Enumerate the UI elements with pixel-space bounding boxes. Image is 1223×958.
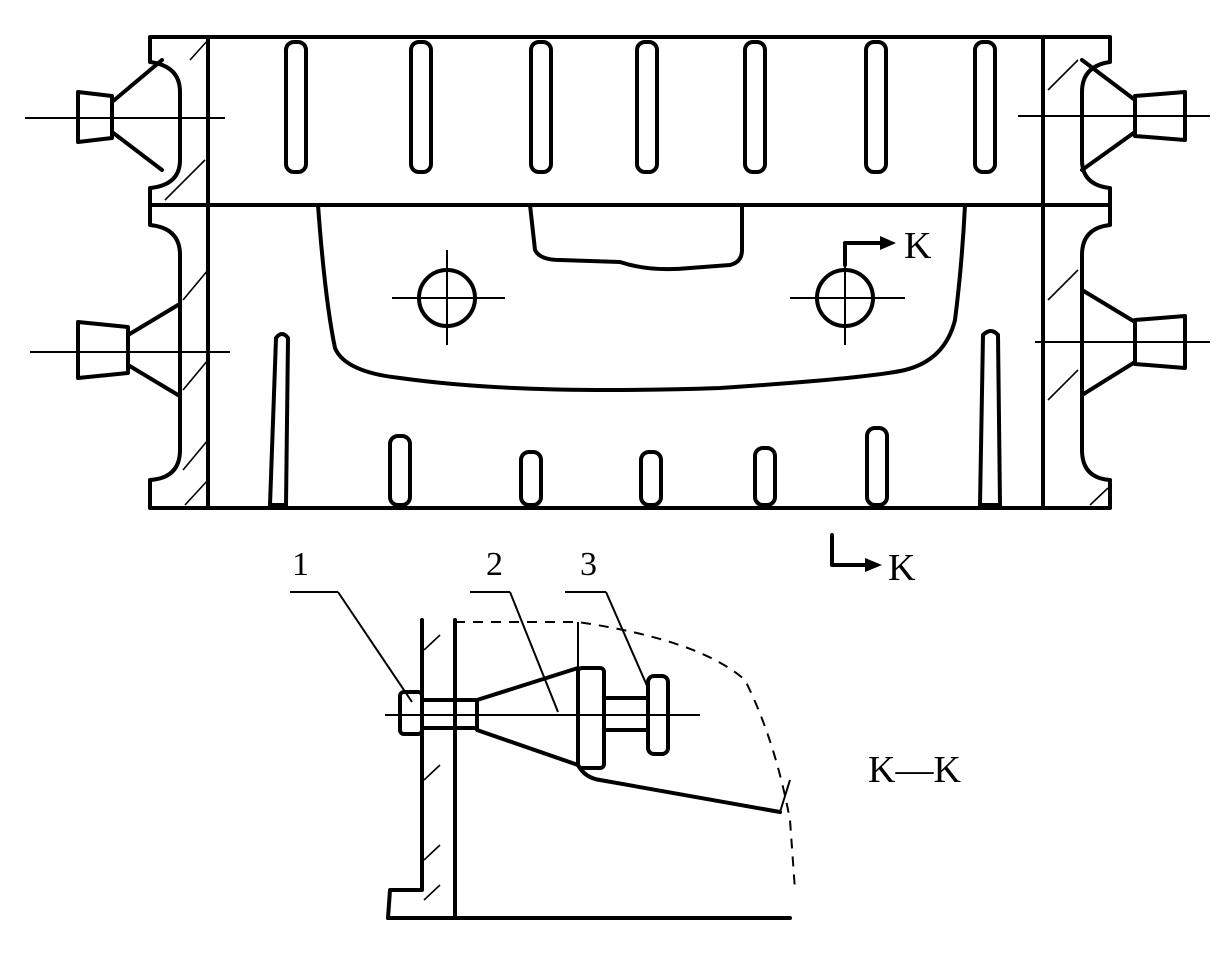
callout-leaders: [290, 591, 649, 713]
cavity-notch: [528, 203, 744, 272]
pin-hole-left: [392, 250, 505, 345]
pin-assembly: [385, 666, 791, 814]
cavity-outline: [316, 203, 967, 393]
pin-boss-lower-right: [1035, 288, 1210, 397]
pin-boss-upper-right: [1018, 58, 1210, 172]
section-marker-top: K: [904, 225, 932, 267]
upper-rib-slots: [284, 40, 997, 174]
wall-hatching: [164, 39, 1109, 506]
section-view: 1 2 3 K—K: [290, 546, 961, 920]
section-cut-bottom: K: [830, 533, 916, 589]
callout-3: 3: [580, 546, 597, 583]
section-contour: [455, 621, 796, 891]
section-marker-bottom: K: [888, 547, 916, 589]
pin-boss-upper-left: [25, 58, 225, 172]
pin-boss-lower-left: [30, 303, 230, 397]
callout-2: 2: [486, 546, 503, 583]
callout-1: 1: [292, 546, 309, 583]
pin-hole-right: [790, 250, 905, 345]
section-cut-top: K: [843, 225, 932, 267]
flask-top-view: K K: [25, 35, 1210, 589]
section-title: K—K: [868, 749, 961, 791]
section-hatching: [423, 634, 441, 901]
lower-rib-slots: [267, 329, 1003, 507]
section-wall: [386, 618, 424, 920]
